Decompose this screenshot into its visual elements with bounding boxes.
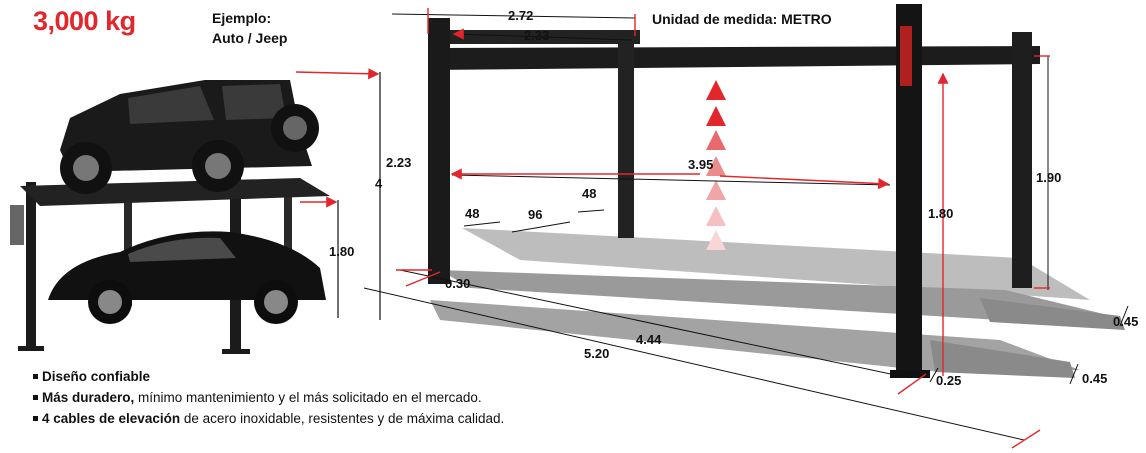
feature-text: de acero inoxidable, resistentes y de má… (180, 411, 505, 426)
small-lift-with-cars (10, 80, 330, 354)
dim-deck-segment-b: 96 (528, 207, 543, 222)
dim-lower-height: 1.80 (329, 244, 355, 259)
lift-direction-arrows (706, 80, 726, 250)
dim-total-height: 4 (375, 176, 383, 191)
dim-overall-width: 2.72 (508, 8, 534, 23)
feature-list: Diseño confiable Más duradero, mínimo ma… (33, 366, 504, 429)
feature-item: 4 cables de elevación de acero inoxidabl… (33, 408, 504, 429)
dim-rear-post-height: 1.90 (1036, 170, 1062, 185)
feature-bold: Diseño confiable (42, 369, 151, 384)
dim-ramp-length-b: 0.45 (1082, 371, 1108, 386)
example-line-2: Auto / Jeep (212, 30, 288, 46)
dim-inner-width: 2.33 (524, 28, 550, 43)
dim-post-spacing: 3.95 (688, 157, 714, 172)
dim-ramp-height: 0.25 (936, 373, 962, 388)
jeep-illustration (60, 80, 319, 194)
example-label: Ejemplo: Auto / Jeep (212, 8, 287, 48)
dim-right-post-height: 1.80 (928, 206, 954, 221)
feature-bold: 4 cables de elevación (42, 411, 181, 426)
dim-total-length: 5.20 (584, 346, 610, 361)
feature-text: mínimo mantenimiento y el más solicitado… (134, 390, 482, 405)
dim-ramp-length-a: 0.45 (1113, 314, 1139, 329)
example-line-1: Ejemplo: (212, 10, 272, 26)
feature-item: Diseño confiable (33, 366, 504, 387)
dim-upper-clearance: 2.23 (386, 155, 412, 170)
unit-label: Unidad de medida: METRO (652, 11, 832, 27)
dim-platform-length: 4.44 (636, 332, 662, 347)
four-post-lift (428, 4, 1125, 378)
capacity-label: 3,000 kg (33, 6, 136, 36)
sedan-illustration (48, 231, 326, 324)
dim-deck-segment-c: 48 (582, 186, 597, 201)
feature-bold: Más duradero, (42, 390, 135, 405)
dim-base-offset: 0.30 (445, 276, 471, 291)
feature-item: Más duradero, mínimo mantenimiento y el … (33, 387, 504, 408)
dim-deck-segment-a: 48 (465, 206, 480, 221)
